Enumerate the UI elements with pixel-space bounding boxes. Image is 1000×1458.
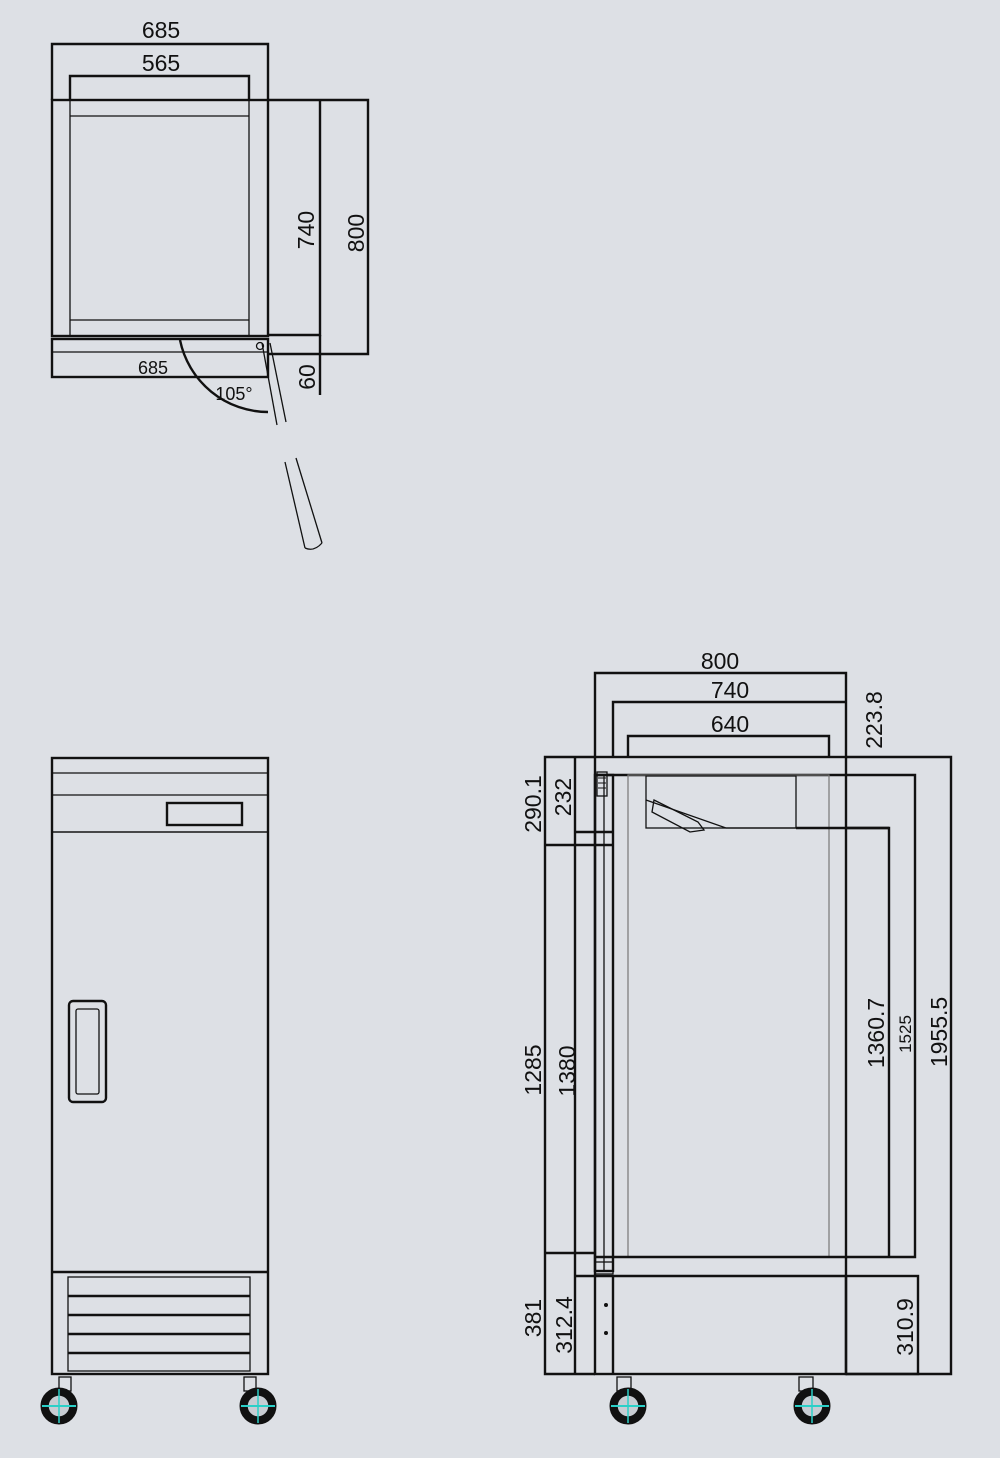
dim-base-height: 381: [520, 1299, 546, 1337]
cabinet-top-outline: [50, 98, 270, 338]
caster-side-right-icon: [793, 1376, 831, 1425]
dim-outer-width: 685: [142, 17, 180, 43]
dim-top-inner: 232: [550, 778, 576, 816]
dim-door-height: 1380: [554, 1045, 580, 1096]
dim-door-width: 685: [138, 358, 168, 378]
dim-top-gap: 223.8: [861, 691, 887, 749]
side-view: 800 740 640 223.8 290.1 232 1285 1380 38…: [520, 648, 953, 1425]
compressor-housing: [645, 775, 797, 829]
dim-line-left-outer: [543, 755, 595, 1376]
door-handle: [67, 999, 108, 1104]
base-screw-icon: [604, 1303, 608, 1307]
hinge-top-icon: [596, 771, 608, 797]
side-inner-compartment: [627, 774, 830, 1258]
dim-inner-depth: 640: [711, 711, 749, 737]
dim-cabinet-inner: 1360.7: [863, 998, 889, 1068]
door-swing-arc: [178, 339, 269, 414]
dim-mid-depth: 740: [711, 677, 749, 703]
front-door: [51, 831, 269, 1273]
open-door-end-b: [295, 457, 323, 544]
dim-line-cabinet-inner: [846, 826, 891, 1257]
dim-line-outer-width: [50, 42, 270, 100]
dim-total-height: 1955.5: [926, 997, 952, 1067]
dim-base-right: 310.9: [892, 1298, 918, 1356]
dim-line-inner-width: [68, 74, 251, 100]
hinge-pin-icon: [255, 341, 265, 351]
front-view: [40, 756, 277, 1425]
dim-depth-outer: 800: [343, 214, 369, 252]
dim-base-inner: 312.4: [551, 1296, 577, 1354]
dim-box-base-right: [844, 1274, 920, 1376]
cabinet-front-outline: [50, 756, 270, 1376]
dim-line-mid-depth: [611, 700, 846, 757]
hinge-bottom-icon: [594, 1261, 614, 1275]
evaporator-slope: [645, 799, 796, 829]
cabinet-top-inner: [69, 99, 250, 337]
dim-line-depth-outer: [268, 98, 370, 356]
caster-side-left-icon: [609, 1376, 647, 1425]
dim-line-cabinet: [846, 773, 917, 1259]
open-door-edge-a: [261, 342, 278, 426]
door-panel-top: [50, 337, 270, 379]
dim-line-total-depth: [593, 671, 848, 757]
dim-cabinet: 1525: [896, 1015, 915, 1053]
open-door-end-a: [284, 461, 306, 549]
dim-total-depth: 800: [701, 648, 739, 674]
caster-front-right-icon: [239, 1376, 277, 1425]
base-screw-icon: [604, 1331, 608, 1335]
caster-front-left-icon: [40, 1376, 78, 1425]
dim-swing-angle: 105°: [215, 384, 252, 404]
door-handle-grip: [75, 1008, 100, 1095]
open-door-end-cap: [304, 542, 323, 550]
dim-door-thickness: 60: [294, 364, 320, 390]
evaporator-fan-icon: [651, 799, 706, 833]
dim-top-section: 290.1: [520, 775, 546, 833]
dim-line-inner-depth: [626, 734, 831, 757]
dim-body-height: 1285: [520, 1044, 546, 1095]
top-view: 685 565 740 800 60 685 105°: [50, 17, 370, 550]
control-panel-display: [165, 801, 244, 827]
cabinet-side-outline: [593, 755, 848, 1376]
open-door-edge-b: [269, 342, 287, 423]
dim-depth-inner: 740: [293, 211, 319, 249]
grille-frame: [67, 1276, 251, 1372]
dim-inner-width: 565: [142, 50, 180, 76]
